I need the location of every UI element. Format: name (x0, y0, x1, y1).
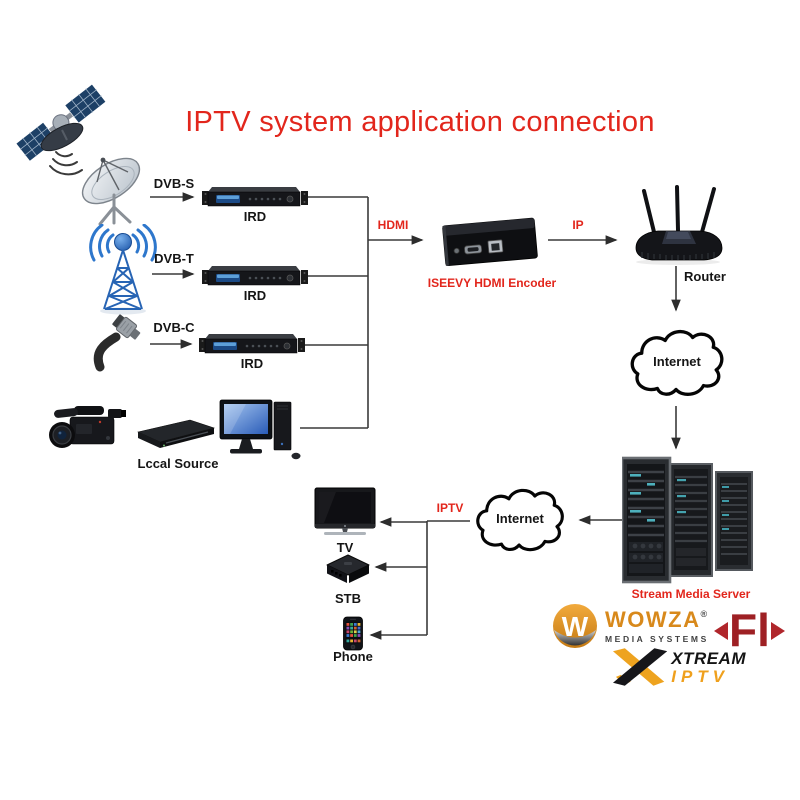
camcorder-icon (49, 406, 126, 448)
router-label: Router (684, 269, 726, 284)
ird-device-icon (202, 266, 308, 286)
wowza-logo: W WOWZA® MEDIA SYSTEMS (550, 600, 720, 652)
dvb-c-label: DVB-C (153, 320, 195, 335)
dvb-s-label: DVB-S (153, 176, 195, 191)
dvd-player-icon (137, 419, 216, 448)
dvb-t-label: DVB-T (154, 251, 194, 266)
stb-label: STB (335, 591, 361, 606)
wowza-wordmark: WOWZA (605, 606, 701, 632)
satellite-icon (14, 82, 108, 176)
iptv-link-label: IPTV (436, 501, 464, 515)
server-label: Stream Media Server (631, 587, 751, 601)
fl-right-arrow-icon (770, 622, 785, 640)
registered-mark: ® (700, 608, 708, 619)
xtream-iptv-logo: XTREAM IPTV (612, 644, 746, 690)
antenna-tower-icon (89, 224, 157, 315)
ird-label: IRD (243, 288, 267, 303)
fl-left-arrow-icon (714, 622, 728, 640)
ird-label: IRD (243, 209, 267, 224)
page-title: IPTV system application connection (185, 106, 655, 138)
satellite-dish-icon (81, 157, 141, 226)
coax-cable-icon (93, 314, 141, 372)
phone-label: Phone (333, 649, 373, 664)
internet-cloud-icon (630, 329, 724, 396)
fl-wordmark: Fl (729, 604, 770, 657)
ip-link-label: IP (572, 218, 584, 232)
phone-icon (343, 616, 363, 651)
local-source-label: Lccal Source (137, 456, 219, 471)
xtream-x-icon (612, 648, 668, 686)
tv-label: TV (336, 540, 354, 555)
xtream-iptv-wordmark: IPTV (671, 666, 730, 686)
ird-device-icon (199, 334, 305, 354)
server-rack-icon (622, 456, 753, 584)
wowza-w-letter: W (562, 611, 589, 642)
xtream-wordmark: XTREAM (671, 648, 746, 668)
encoder-label: ISEEVY HDMI Encoder (427, 276, 557, 290)
wowza-w-globe-icon: W (553, 604, 597, 648)
stb-icon (326, 554, 370, 583)
wowza-subtitle: MEDIA SYSTEMS (605, 633, 709, 644)
internet-cloud-icon (476, 488, 564, 552)
tv-icon (314, 487, 376, 535)
internet-label: Internet (496, 511, 544, 526)
internet-label: Internet (653, 354, 701, 369)
hdmi-link-label: HDMI (377, 218, 409, 232)
fl-logo: Fl (714, 604, 800, 658)
ird-device-icon (202, 187, 308, 207)
hdmi-encoder-icon (442, 217, 538, 267)
desktop-computer-icon (219, 399, 301, 460)
ird-label: IRD (240, 356, 264, 371)
router-icon (635, 185, 723, 265)
